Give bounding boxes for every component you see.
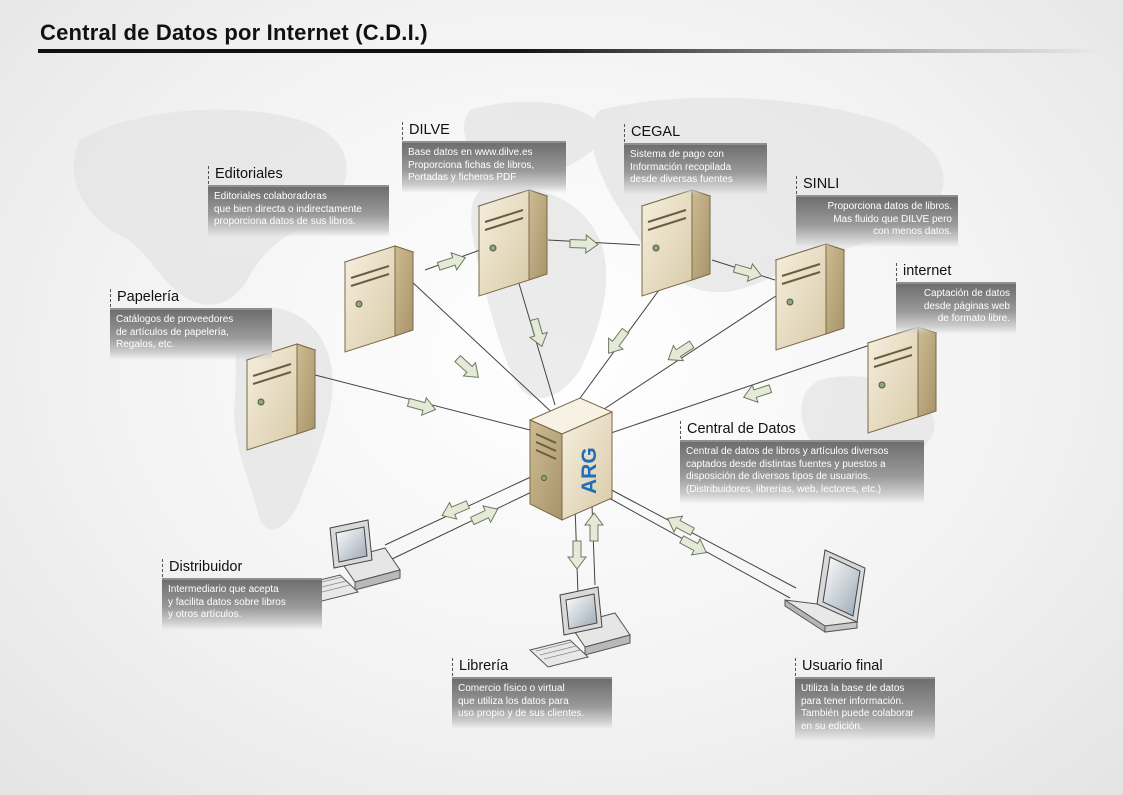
server-cegal bbox=[640, 189, 712, 297]
arrow-editoriales-to-dilve bbox=[436, 252, 467, 272]
callout-libreria-title: Librería bbox=[452, 658, 612, 676]
callout-dilve: DILVE Base datos en www.dilve.es Proporc… bbox=[402, 122, 566, 193]
arrow-libreria-to-central bbox=[584, 512, 604, 542]
server-editoriales bbox=[343, 245, 415, 353]
server-internet bbox=[866, 326, 938, 434]
arrow-cegal-to-sinli bbox=[732, 262, 763, 283]
callout-central: Central de Datos Central de datos de lib… bbox=[680, 421, 924, 504]
arrow-usuario-to-central bbox=[666, 515, 695, 536]
callout-usuario-final: Usuario final Utiliza la base de datos p… bbox=[795, 658, 935, 741]
callout-sinli: SINLI Proporciona datos de libros. Mas f… bbox=[796, 176, 958, 247]
callout-libreria: Librería Comercio físico o virtual que u… bbox=[452, 658, 612, 729]
laptop-usuario-final bbox=[784, 549, 866, 633]
callout-editoriales: Editoriales Editoriales colaboradoras qu… bbox=[208, 166, 389, 237]
arrow-dilve-to-cegal bbox=[569, 234, 599, 255]
callout-editoriales-title: Editoriales bbox=[208, 166, 389, 184]
server-sinli bbox=[774, 243, 846, 351]
arrow-central-to-distribuidor bbox=[441, 500, 471, 520]
callout-sinli-title: SINLI bbox=[796, 176, 958, 194]
server-dilve bbox=[477, 189, 549, 297]
callout-dilve-title: DILVE bbox=[402, 122, 566, 140]
callout-internet: internet Captación de datos desde página… bbox=[896, 263, 1016, 334]
arrow-central-to-usuario bbox=[679, 535, 708, 556]
callout-distribuidor-title: Distribuidor bbox=[162, 559, 322, 577]
callout-cegal: CEGAL Sistema de pago con Información re… bbox=[624, 124, 767, 195]
callout-central-title: Central de Datos bbox=[680, 421, 924, 439]
callout-distribuidor: Distribuidor Intermediario que acepta y … bbox=[162, 559, 322, 630]
arrow-cegal-to-central bbox=[608, 327, 630, 354]
callout-internet-title: internet bbox=[896, 263, 1016, 281]
server-central: ARG bbox=[528, 397, 614, 521]
flow-arrows bbox=[406, 234, 773, 570]
callout-cegal-title: CEGAL bbox=[624, 124, 767, 142]
arrow-papeleria-to-central bbox=[406, 396, 437, 417]
callout-usuario-final-title: Usuario final bbox=[795, 658, 935, 676]
server-central-label: ARG bbox=[578, 447, 601, 494]
arrow-internet-to-central bbox=[742, 383, 773, 403]
callout-papeleria-title: Papelería bbox=[110, 289, 272, 307]
arrow-sinli-to-central bbox=[667, 340, 695, 362]
arrow-central-to-libreria bbox=[567, 540, 587, 570]
page-title: Central de Datos por Internet (C.D.I.) bbox=[40, 20, 428, 45]
arrow-dilve-to-central bbox=[528, 317, 549, 348]
callout-papeleria: Papelería Catálogos de proveedores de ar… bbox=[110, 289, 272, 360]
title-rule bbox=[38, 49, 1096, 53]
arrow-editoriales-to-central bbox=[454, 354, 480, 378]
desktop-libreria bbox=[528, 586, 631, 668]
server-papeleria bbox=[245, 343, 317, 451]
arrow-distribuidor-to-central bbox=[469, 505, 499, 526]
